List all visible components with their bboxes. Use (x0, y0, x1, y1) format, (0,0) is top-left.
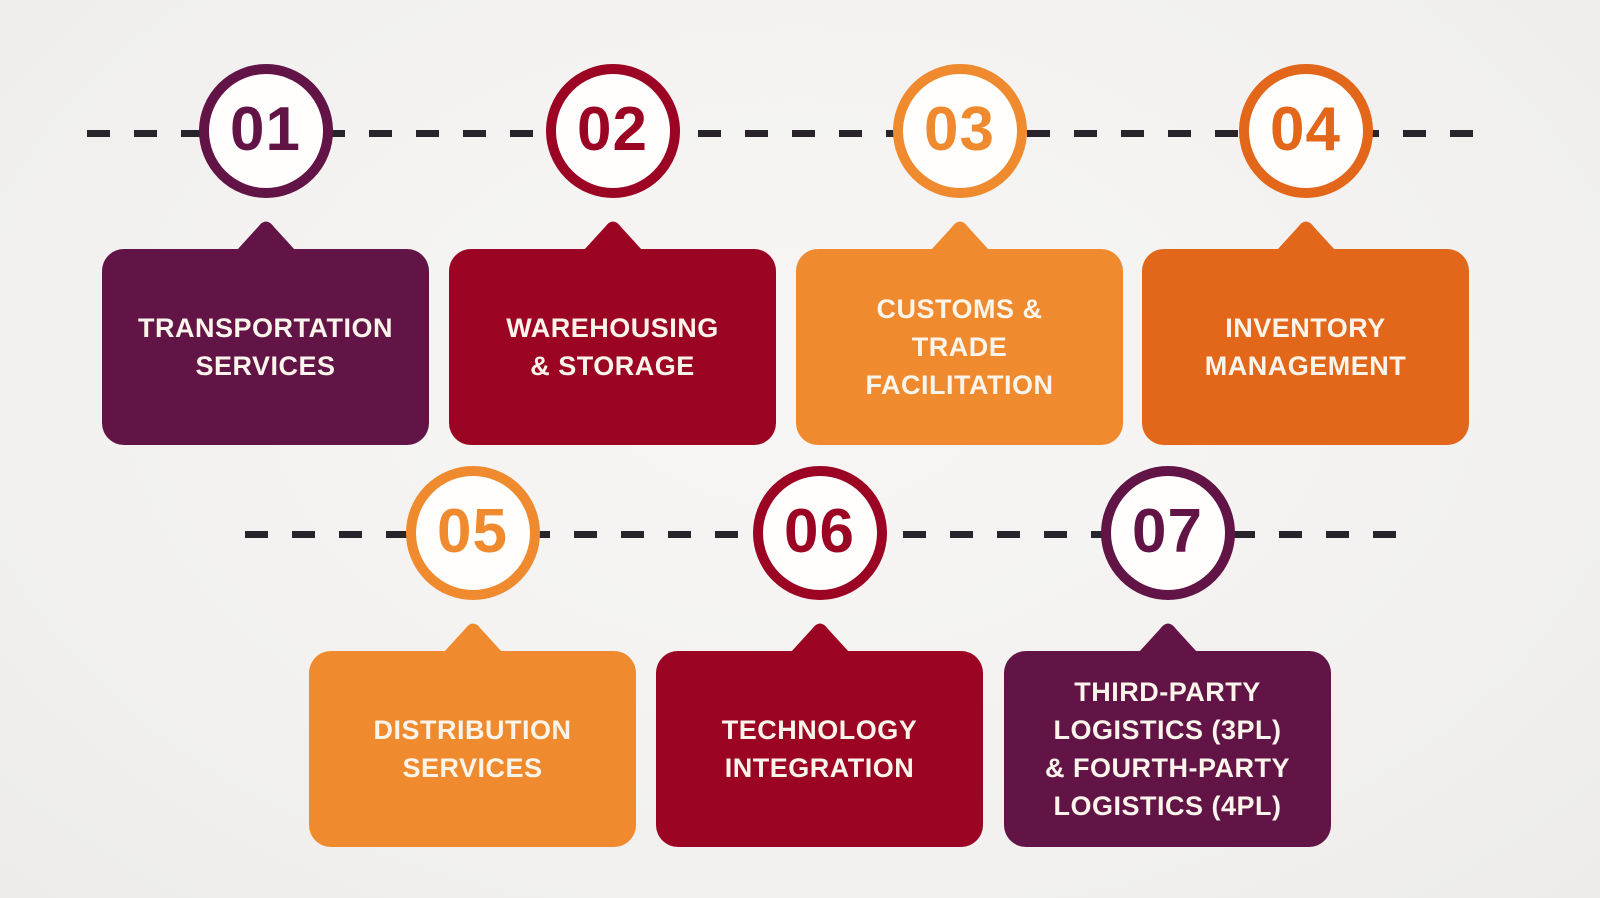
step-07-card: THIRD-PARTY LOGISTICS (3PL) & FOURTH-PAR… (1004, 651, 1331, 847)
card-pointer-icon (443, 623, 502, 652)
card-pointer-icon (1138, 623, 1197, 652)
card-pointer-icon (1276, 221, 1335, 250)
step-07-label: THIRD-PARTY LOGISTICS (3PL) & FOURTH-PAR… (1045, 677, 1290, 821)
step-03-card: CUSTOMS & TRADE FACILITATION (796, 249, 1123, 445)
step-03-label: CUSTOMS & TRADE FACILITATION (865, 294, 1054, 400)
step-05-number-circle: 05 (405, 466, 540, 600)
card-pointer-icon (583, 221, 642, 250)
step-04-card: INVENTORY MANAGEMENT (1142, 249, 1469, 445)
step-04-number: 04 (1270, 95, 1341, 164)
card-pointer-icon (236, 221, 295, 250)
step-03: 03 CUSTOMS & TRADE FACILITATION (796, 64, 1123, 445)
step-02-number: 02 (577, 95, 648, 164)
step-01-number: 01 (230, 95, 301, 164)
step-06-card: TECHNOLOGY INTEGRATION (656, 651, 983, 847)
dashed-timeline-row-1 (87, 130, 1496, 137)
card-pointer-icon (790, 623, 849, 652)
step-05-card: DISTRIBUTION SERVICES (309, 651, 636, 847)
step-02-number-circle: 02 (545, 64, 680, 198)
step-04: 04 INVENTORY MANAGEMENT (1142, 64, 1469, 445)
step-04-label: INVENTORY MANAGEMENT (1204, 313, 1407, 381)
card-pointer-icon (930, 221, 989, 250)
step-05-label: DISTRIBUTION SERVICES (373, 715, 572, 783)
step-05: 05 DISTRIBUTION SERVICES (309, 466, 636, 847)
step-02: 02 WAREHOUSING & STORAGE (449, 64, 776, 445)
step-04-number-circle: 04 (1238, 64, 1373, 198)
step-02-label: WAREHOUSING & STORAGE (506, 313, 719, 381)
step-02-card: WAREHOUSING & STORAGE (449, 249, 776, 445)
step-01-label: TRANSPORTATION SERVICES (138, 313, 393, 381)
step-01-number-circle: 01 (198, 64, 333, 198)
step-06-number-circle: 06 (752, 466, 887, 600)
step-07-number: 07 (1132, 497, 1203, 566)
step-06-label: TECHNOLOGY INTEGRATION (721, 715, 918, 783)
step-03-number: 03 (924, 95, 995, 164)
step-06: 06 TECHNOLOGY INTEGRATION (656, 466, 983, 847)
step-01-card: TRANSPORTATION SERVICES (102, 249, 429, 445)
step-06-number: 06 (784, 497, 855, 566)
step-03-number-circle: 03 (892, 64, 1027, 198)
step-07-number-circle: 07 (1100, 466, 1235, 600)
step-01: 01 TRANSPORTATION SERVICES (102, 64, 429, 445)
step-07: 07 THIRD-PARTY LOGISTICS (3PL) & FOURTH-… (1004, 466, 1331, 847)
step-05-number: 05 (437, 497, 508, 566)
